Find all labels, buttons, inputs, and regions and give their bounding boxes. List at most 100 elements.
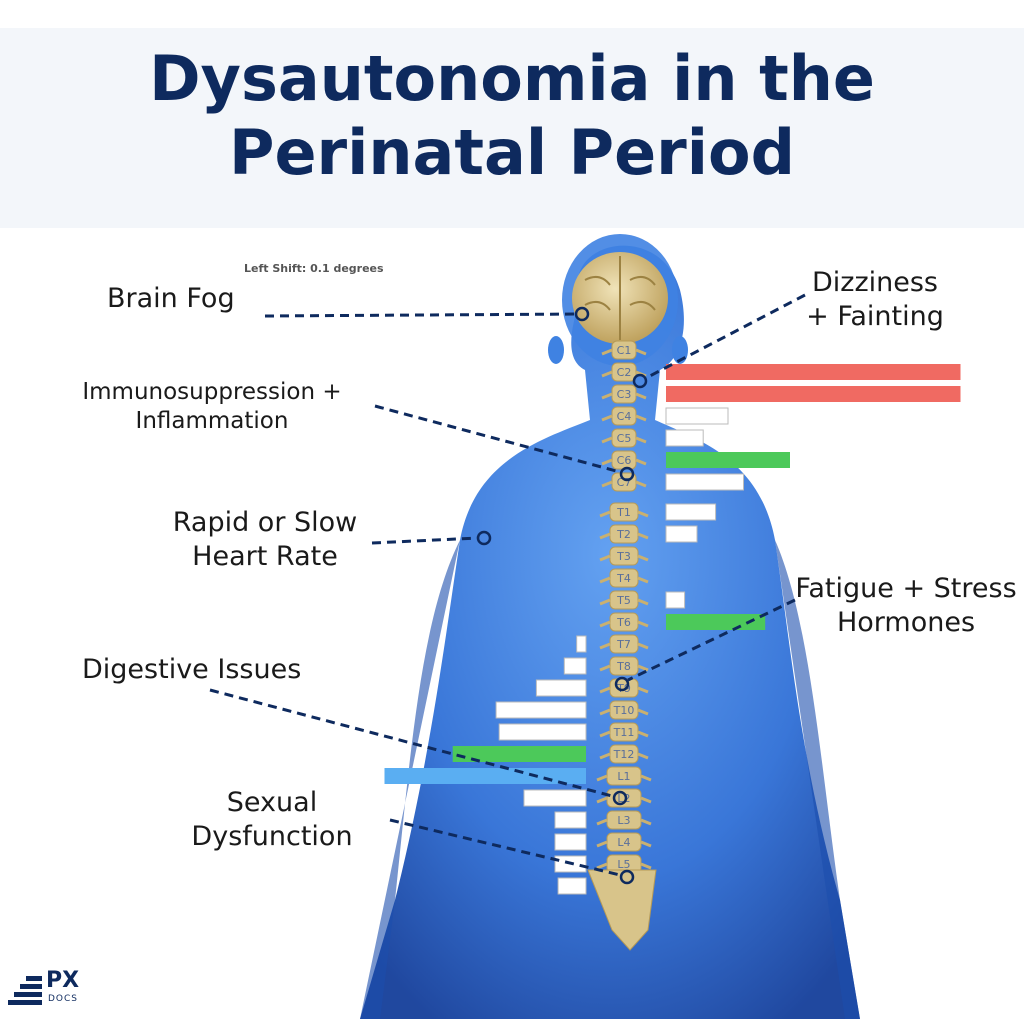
vertebra-t7: T7: [599, 634, 649, 654]
vertebra-label: T12: [613, 748, 635, 761]
vertebra-label: C1: [617, 344, 632, 357]
vertebra-label: T2: [616, 528, 631, 541]
bar-right-c6: [666, 452, 790, 468]
vertebra-l2: L2: [596, 788, 652, 808]
vertebra-label: T4: [616, 572, 631, 585]
vertebra-label: T11: [613, 726, 635, 739]
vertebra-l3: L3: [596, 810, 652, 830]
bar-right-c3: [666, 386, 961, 402]
bar-left-t10: [495, 701, 587, 719]
dot-brain-fog: [574, 306, 590, 322]
vertebra-label: C6: [617, 454, 632, 467]
label-dizziness-line2: + Fainting: [806, 301, 944, 332]
label-fatigue-line2: Hormones: [836, 607, 976, 638]
vertebra-l5: L5: [596, 854, 652, 874]
vertebra-label: T3: [616, 550, 631, 563]
logo-mark: PX: [46, 968, 80, 993]
label-dizziness-line1: Dizziness: [812, 267, 938, 298]
dot-dizziness: [632, 373, 648, 389]
label-digestive: Digestive Issues: [82, 653, 301, 687]
vertebra-c3: C3: [601, 384, 647, 404]
bar-right-c7: [665, 473, 744, 491]
dot-immuno: [619, 466, 635, 482]
vertebra-t3: T3: [599, 546, 649, 566]
vertebra-label: T8: [616, 660, 631, 673]
label-brain-fog: Brain Fog: [107, 282, 235, 316]
logo-sub: DOCS: [48, 994, 79, 1004]
leader-brain-fog: [264, 312, 581, 318]
logo-steps-icon: [8, 976, 42, 1005]
vertebra-label: T6: [616, 616, 631, 629]
bar-left-l1: [384, 768, 586, 784]
dot-heart: [476, 530, 492, 546]
label-immuno: Immunosuppression + Inflammation: [62, 378, 362, 436]
px-docs-logo: PX DOCS: [8, 968, 88, 1010]
label-digestive-text: Digestive Issues: [82, 654, 302, 685]
leader-sexual: [389, 818, 621, 877]
bar-right-t1: [665, 503, 717, 521]
vertebra-c1: C1: [601, 340, 647, 360]
label-brain-fog-text: Brain Fog: [107, 283, 235, 314]
bar-left-l4: [554, 833, 587, 851]
leader-heart: [371, 536, 479, 545]
bar-left-l2: [523, 789, 587, 807]
vertebra-label: L3: [617, 814, 630, 827]
vertebra-label: L5: [617, 858, 630, 871]
vertebra-label: L2: [617, 792, 630, 805]
bar-right-c2: [666, 364, 961, 380]
dot-digestive: [612, 790, 628, 806]
label-heart-line2: Heart Rate: [192, 541, 338, 572]
vertebra-label: C5: [617, 432, 632, 445]
sacrum: [587, 869, 657, 951]
bar-right-t2: [665, 525, 698, 543]
bar-left-l3: [554, 811, 587, 829]
label-immuno-line2: Inflammation: [135, 408, 289, 434]
vertebra-label: T1: [616, 506, 631, 519]
title-line-2: Perinatal Period: [229, 116, 795, 189]
bar-left-t7: [576, 635, 587, 653]
vertebra-label: C3: [617, 388, 632, 401]
page-title: Dysautonomia in the Perinatal Period: [0, 42, 1024, 190]
shift-caption: Left Shift: 0.1 degrees: [244, 262, 384, 275]
label-heart-rate: Rapid or Slow Heart Rate: [150, 506, 380, 574]
label-immuno-line1: Immunosuppression +: [82, 379, 342, 405]
bar-left-t8: [563, 657, 587, 675]
spine: C1C2C3C4C5C6C7T1T2T3T4T5T6T7T8T9T10T11T1…: [596, 340, 652, 896]
vertebra-t12: T12: [599, 744, 649, 764]
vertebra-c4: C4: [601, 406, 647, 426]
vertebra-l1: L1: [596, 766, 652, 786]
leader-fatigue: [627, 598, 796, 682]
vertebra-label: T7: [616, 638, 631, 651]
vertebra-t2: T2: [599, 524, 649, 544]
vertebra-t6: T6: [599, 612, 649, 632]
label-sexual-line2: Dysfunction: [191, 821, 353, 852]
label-fatigue-line1: Fatigue + Stress: [795, 573, 1017, 604]
label-sexual: Sexual Dysfunction: [172, 786, 372, 854]
title-band: [0, 28, 1024, 228]
label-fatigue: Fatigue + Stress Hormones: [790, 572, 1022, 640]
shift-bars: [384, 364, 961, 895]
bar-left-t11: [498, 723, 587, 741]
vertebra-c6: C6: [601, 450, 647, 470]
vertebra-c5: C5: [601, 428, 647, 448]
vertebra-t5: T5: [599, 590, 649, 610]
vertebra-label: T5: [616, 594, 631, 607]
label-heart-line1: Rapid or Slow: [172, 507, 358, 538]
bar-left-s1: [557, 877, 587, 895]
leader-immuno: [374, 404, 621, 474]
leader-lines: [209, 293, 806, 885]
dot-fatigue: [614, 676, 630, 692]
vertebra-t1: T1: [599, 502, 649, 522]
leader-digestive: [209, 688, 613, 798]
label-dizziness: Dizziness + Fainting: [795, 266, 955, 334]
dot-sexual: [619, 869, 635, 885]
bar-left-t9: [535, 679, 587, 697]
title-line-1: Dysautonomia in the: [149, 42, 875, 115]
vertebra-label: C2: [617, 366, 632, 379]
vertebra-label: L4: [617, 836, 630, 849]
vertebra-label: L1: [617, 770, 630, 783]
vertebra-label: C4: [617, 410, 632, 423]
vertebra-l4: L4: [596, 832, 652, 852]
